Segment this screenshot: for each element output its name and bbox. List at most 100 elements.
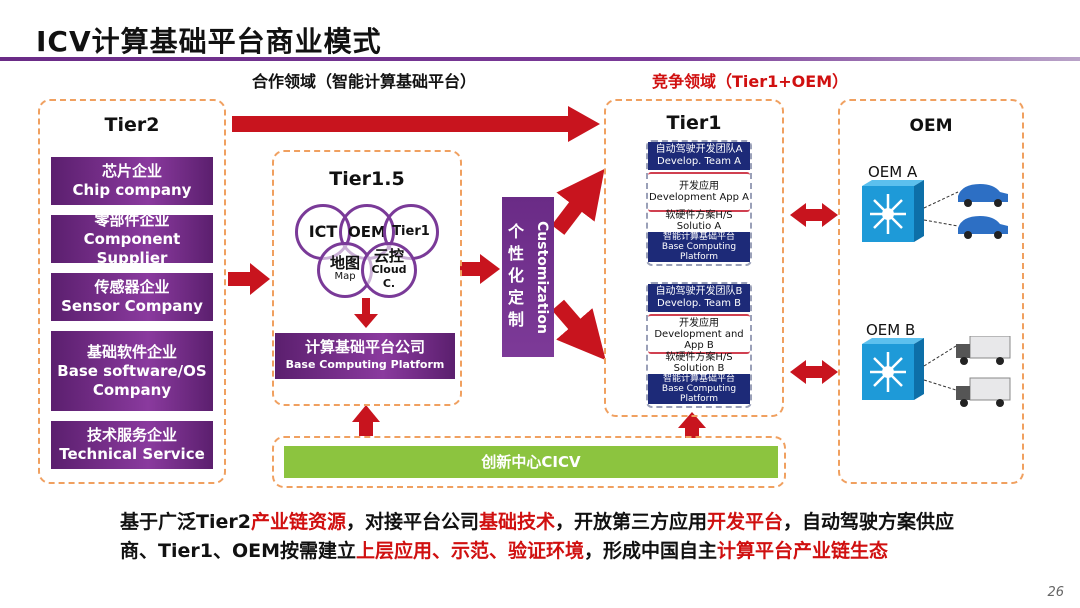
tier2-item-en: Component Supplier bbox=[83, 229, 181, 267]
app-b-block: 开发应用 Development and App B bbox=[648, 314, 750, 354]
title-underline bbox=[0, 57, 1080, 61]
app-zh: 开发应用 bbox=[679, 317, 719, 329]
summary-part: ，形成中国自主 bbox=[584, 540, 718, 562]
tier2-item-zh: 芯片企业 bbox=[101, 162, 162, 180]
team-zh: 自动驾驶开发团队A bbox=[655, 144, 743, 155]
page-number: 26 bbox=[1047, 585, 1064, 600]
circle-sublabel: Cloud C. bbox=[371, 263, 407, 290]
summary-part: ，对接平台公司 bbox=[345, 511, 479, 533]
solution-zh: 软硬件方案H/S bbox=[665, 210, 733, 221]
arrow-cicv-to-tier1 bbox=[678, 412, 706, 438]
oem-title: OEM bbox=[909, 116, 953, 136]
tier1-stack-a: 自动驾驶开发团队A Develop. Team A 开发应用 Developme… bbox=[646, 140, 752, 266]
team-a-block: 自动驾驶开发团队A Develop. Team A bbox=[648, 142, 750, 170]
network-switch-icon bbox=[862, 180, 924, 242]
app-zh: 开发应用 bbox=[679, 181, 719, 192]
compete-label: 竞争领域（Tier1+OEM） bbox=[652, 72, 849, 91]
arrow-circles-to-box bbox=[354, 298, 378, 328]
summary-highlight: 开发平台 bbox=[707, 511, 784, 533]
car-icon bbox=[958, 184, 1008, 207]
platform-a-block: 智能计算基础平台 Base Computing Platform bbox=[648, 232, 750, 262]
tier1-panel bbox=[604, 99, 784, 417]
circle-label: OEM bbox=[348, 223, 386, 241]
customization-zh: 个性化定制 bbox=[507, 222, 524, 329]
tier2-item-software: 基础软件企业 Base software/OS Company bbox=[51, 331, 213, 411]
arrow-cicv-to-tier15 bbox=[352, 405, 380, 436]
customization-en: Customization bbox=[534, 221, 550, 334]
customization-box: 个性化定制 Customization bbox=[502, 197, 554, 357]
summary-part: ，自动驾驶方案供应商、Tier1、OEM按需建立 bbox=[120, 511, 955, 562]
base-platform-en: Base Computing Platform bbox=[285, 358, 445, 371]
oem-b-graphic bbox=[862, 336, 1011, 407]
circle-label: 云控 bbox=[373, 247, 404, 265]
platform-zh: 智能计算基础平台 bbox=[662, 374, 735, 384]
arrow-tier15-to-custom bbox=[460, 254, 500, 284]
arrow-custom-to-stack-b bbox=[551, 299, 606, 361]
team-en: Develop. Team B bbox=[657, 298, 741, 309]
circle-label: ICT bbox=[308, 222, 338, 241]
double-arrow-oem-b bbox=[790, 360, 838, 384]
arrow-tier2-to-tier15 bbox=[228, 263, 270, 295]
solution-en: Solutio A bbox=[676, 221, 722, 232]
tier2-item-component: 零部件企业 Component Supplier bbox=[51, 211, 213, 267]
tier15-title: Tier1.5 bbox=[329, 168, 405, 190]
circle-sublabel: Map bbox=[334, 271, 356, 282]
tier2-item-en: Base software/OS Company bbox=[57, 361, 207, 399]
tier2-panel bbox=[38, 99, 226, 484]
tier15-panel bbox=[272, 150, 462, 406]
platform-zh: 智能计算基础平台 bbox=[662, 232, 735, 242]
truck-icon bbox=[956, 336, 1011, 365]
tier1-title: Tier1 bbox=[666, 112, 722, 134]
tier2-item-en: Sensor Company bbox=[61, 297, 203, 315]
team-en: Develop. Team A bbox=[657, 156, 741, 167]
tier2-item-zh: 传感器企业 bbox=[94, 278, 170, 296]
platform-en: Base Computing Platform bbox=[661, 242, 737, 262]
tier2-item-en: Technical Service bbox=[59, 445, 205, 463]
platform-b-block: 智能计算基础平台 Base Computing Platform bbox=[648, 374, 750, 404]
solution-b-block: 软硬件方案H/S Solution B bbox=[648, 352, 750, 374]
team-b-block: 自动驾驶开发团队B Develop. Team B bbox=[648, 284, 750, 312]
oem-panel bbox=[838, 99, 1024, 484]
tier2-item-zh: 技术服务企业 bbox=[86, 426, 177, 444]
summary-highlight: 上层应用、示范、验证环境 bbox=[356, 540, 585, 562]
circle-label: 地图 bbox=[329, 254, 360, 272]
tier2-item-en: Chip company bbox=[72, 181, 192, 199]
tier2-item-service: 技术服务企业 Technical Service bbox=[51, 421, 213, 469]
app-en: Development and App B bbox=[654, 328, 744, 351]
coop-label: 合作领域（智能计算基础平台） bbox=[252, 72, 477, 91]
summary-highlight: 计算平台产业链生态 bbox=[717, 540, 889, 562]
truck-icon bbox=[956, 377, 1011, 407]
oem-a-graphic bbox=[862, 180, 1008, 242]
tier2-item-zh: 基础软件企业 bbox=[86, 342, 177, 361]
summary-highlight: 产业链资源 bbox=[250, 511, 346, 533]
page-title: ICV计算基础平台商业模式 bbox=[36, 25, 382, 58]
arrow-tier2-to-tier1 bbox=[232, 106, 600, 142]
tier1-stack-b: 自动驾驶开发团队B Develop. Team B 开发应用 Developme… bbox=[646, 282, 752, 408]
summary-highlight: 基础技术 bbox=[478, 511, 555, 533]
solution-a-block: 软硬件方案H/S Solutio A bbox=[648, 210, 750, 232]
circle-label: Tier1 bbox=[392, 224, 430, 239]
tier2-item-sensor: 传感器企业 Sensor Company bbox=[51, 273, 213, 321]
cicv-panel bbox=[272, 436, 786, 488]
summary-part: ，开放第三方应用 bbox=[555, 511, 708, 533]
tier2-item-zh: 零部件企业 bbox=[94, 210, 170, 229]
summary-text: 基于广泛Tier2产业链资源，对接平台公司基础技术，开放第三方应用开发平台，自动… bbox=[120, 508, 980, 566]
app-a-block: 开发应用 Development App A bbox=[648, 172, 750, 212]
car-icon bbox=[958, 216, 1008, 239]
platform-en: Base Computing Platform bbox=[661, 384, 737, 404]
tier2-item-chip: 芯片企业 Chip company bbox=[51, 157, 213, 205]
circle-cloud: 云控 Cloud C. bbox=[361, 242, 417, 298]
oem-a-label: OEM A bbox=[868, 163, 918, 181]
double-arrow-oem-a bbox=[790, 203, 838, 227]
cicv-bar: 创新中心CICV bbox=[284, 446, 778, 478]
network-switch-icon bbox=[862, 338, 924, 400]
base-platform-box: 计算基础平台公司 Base Computing Platform bbox=[275, 333, 455, 379]
arrow-custom-to-stack-a bbox=[551, 168, 605, 235]
solution-en: Solution B bbox=[673, 363, 725, 374]
solution-zh: 软硬件方案H/S bbox=[665, 352, 733, 363]
summary-part: 基于广泛Tier2 bbox=[120, 511, 251, 533]
team-zh: 自动驾驶开发团队B bbox=[655, 286, 743, 297]
tier2-title: Tier2 bbox=[104, 114, 160, 136]
oem-b-label: OEM B bbox=[866, 321, 916, 339]
